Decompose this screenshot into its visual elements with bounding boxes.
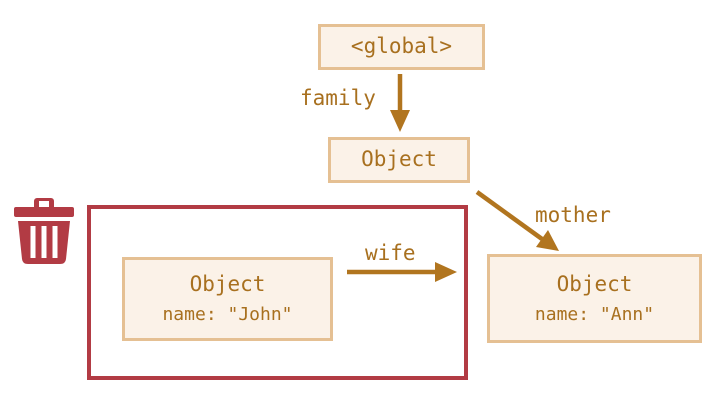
- edge-label-family: family: [300, 86, 376, 110]
- unreachable-region-outline: [87, 205, 468, 380]
- trash-slot-1: [30, 226, 36, 258]
- trash-can-icon: [14, 198, 74, 264]
- family-arrow: [390, 74, 410, 132]
- node-john-object: Object name: "John": [122, 257, 333, 341]
- family-arrowhead: [390, 110, 410, 132]
- node-global: <global>: [318, 24, 485, 70]
- node-ann-object-label: Object: [556, 271, 633, 296]
- trash-slot-3: [52, 226, 58, 258]
- node-ann-object: Object name: "Ann": [487, 254, 702, 343]
- trash-can-shape: [14, 198, 74, 264]
- trash-slot-2: [41, 226, 47, 258]
- node-family-object: Object: [328, 137, 470, 183]
- trash-handle-hole: [39, 201, 49, 207]
- edge-label-wife: wife: [365, 241, 416, 265]
- node-family-object-label: Object: [361, 147, 437, 172]
- node-global-label: <global>: [350, 34, 453, 59]
- node-ann-object-property: name: "Ann": [534, 303, 655, 325]
- edge-label-mother: mother: [535, 203, 611, 227]
- node-john-object-property: name: "John": [162, 304, 293, 326]
- mother-arrowhead: [536, 230, 559, 251]
- node-john-object-label: Object: [189, 272, 266, 297]
- mother-arrow-line: [475, 190, 544, 241]
- trash-lid: [14, 207, 74, 217]
